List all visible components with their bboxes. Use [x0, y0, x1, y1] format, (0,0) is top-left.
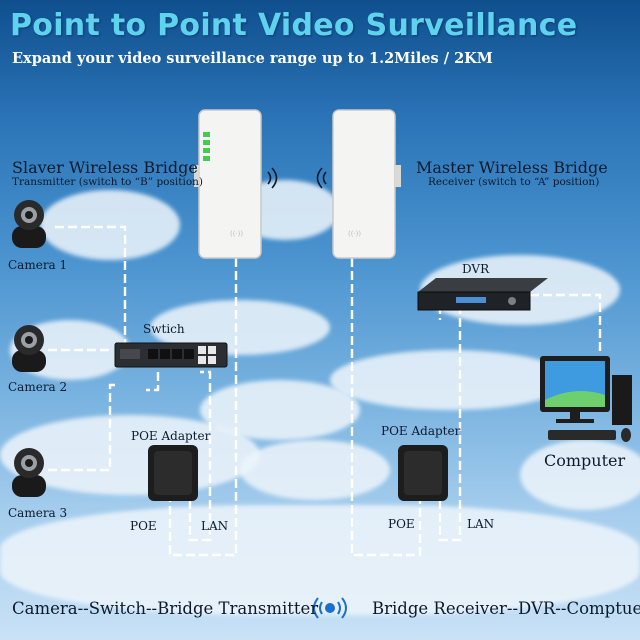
- poe-adapter-icon: [148, 445, 198, 501]
- dvr-icon: [417, 278, 548, 311]
- poe-adapter-icon: [398, 445, 448, 501]
- lan-port-left-label: LAN: [201, 519, 229, 533]
- svg-text:((·)): ((·)): [230, 230, 243, 238]
- poe-adapter-left-label: POE Adapter: [131, 429, 211, 443]
- slaver-bridge-label: Slaver Wireless Bridge: [12, 158, 198, 177]
- camera-2-label: Camera 2: [8, 380, 68, 394]
- slaver-bridge-role: Transmitter (switch to “B” position): [12, 176, 204, 188]
- svg-text:((·)): ((·)): [348, 230, 361, 238]
- switch-icon: [114, 342, 228, 368]
- cloud: [40, 190, 180, 260]
- camera-icon: [12, 448, 46, 497]
- wifi-signal-icon: [267, 167, 327, 189]
- cloud: [0, 505, 640, 615]
- poe-port-right-label: POE: [388, 517, 415, 531]
- camera-1-label: Camera 1: [8, 258, 68, 272]
- poe-adapter-right-label: POE Adapter: [381, 424, 461, 438]
- page-title: Point to Point Video Surveillance: [10, 8, 578, 43]
- dvr-label: DVR: [462, 262, 490, 276]
- wifi-signal-icon: [313, 597, 347, 619]
- master-bridge-device: ((·)): [332, 109, 401, 259]
- poe-port-left-label: POE: [130, 519, 157, 533]
- footer-right-caption: Bridge Receiver--DVR--Comptuer: [372, 599, 640, 618]
- slaver-bridge-device: ((·)): [194, 109, 262, 259]
- camera-icon: [12, 325, 46, 372]
- cloud: [240, 440, 390, 500]
- cloud: [330, 350, 570, 410]
- cable-lines: [48, 225, 602, 557]
- camera-3-label: Camera 3: [8, 506, 68, 520]
- computer-label: Computer: [544, 451, 626, 470]
- master-bridge-role: Receiver (switch to “A” position): [428, 176, 600, 188]
- master-bridge-label: Master Wireless Bridge: [416, 158, 608, 177]
- cloud: [520, 440, 640, 510]
- switch-label: Swtich: [143, 322, 185, 336]
- camera-icon: [12, 200, 46, 248]
- computer-icon: [540, 356, 632, 442]
- page-subtitle: Expand your video surveillance range up …: [12, 50, 493, 67]
- lan-port-right-label: LAN: [467, 517, 495, 531]
- footer-left-caption: Camera--Switch--Bridge Transmitter: [12, 599, 319, 618]
